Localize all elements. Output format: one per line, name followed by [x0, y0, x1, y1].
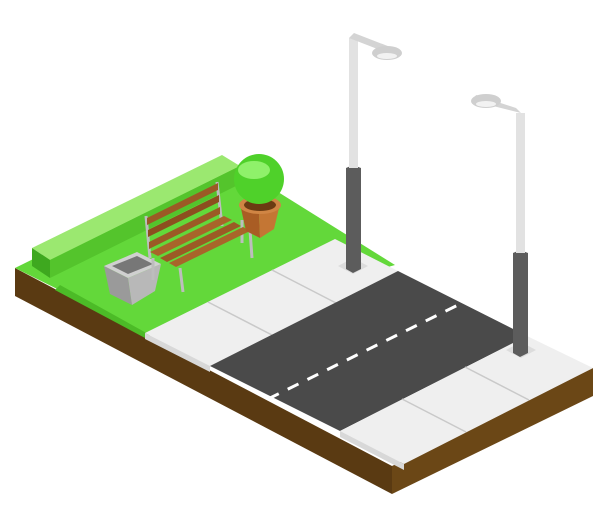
soil-side-left — [15, 268, 392, 494]
sidewalk-far — [340, 336, 593, 470]
hedge — [32, 155, 240, 278]
sidewalk-joint — [271, 269, 337, 304]
bench-slat — [149, 207, 220, 249]
hedge-top — [32, 155, 240, 260]
lamp-light — [377, 53, 397, 59]
sidewalk-far-top — [340, 336, 593, 464]
sidewalk-joint — [207, 301, 273, 336]
bench-seat — [150, 216, 232, 256]
lamp-pole — [349, 38, 358, 168]
bin-left — [104, 266, 132, 305]
bench-seat — [169, 227, 250, 267]
potted-topiary — [234, 154, 284, 238]
lamp-light — [476, 101, 496, 107]
hedge-front — [50, 166, 240, 278]
sidewalk-near-edge — [145, 333, 210, 372]
lane-markings — [267, 301, 463, 401]
lamp-base — [346, 165, 361, 273]
sidewalk-far-edge — [340, 431, 404, 470]
bin-opening — [112, 256, 153, 274]
bench-leg — [178, 267, 185, 293]
bench-seat — [160, 222, 241, 262]
hedge-side — [32, 248, 50, 278]
street-lamp-right — [471, 94, 536, 358]
bench-slat — [147, 183, 218, 225]
topiary-highlight — [238, 161, 270, 179]
street-lamp-left — [338, 33, 402, 274]
sidewalk-near-top — [145, 239, 398, 366]
sidewalk-joint — [464, 366, 530, 401]
sidewalk-near — [145, 239, 398, 372]
asphalt-road — [210, 271, 527, 431]
bench-leg — [248, 229, 254, 259]
lamp-base — [513, 250, 528, 357]
bench-slat — [148, 195, 219, 237]
sidewalk-joint — [401, 398, 467, 433]
lamp-pole — [516, 113, 525, 253]
park-bench — [144, 181, 254, 293]
soil-side-right — [392, 368, 593, 494]
grass-strip-front — [55, 285, 150, 338]
soil-base — [15, 268, 593, 494]
